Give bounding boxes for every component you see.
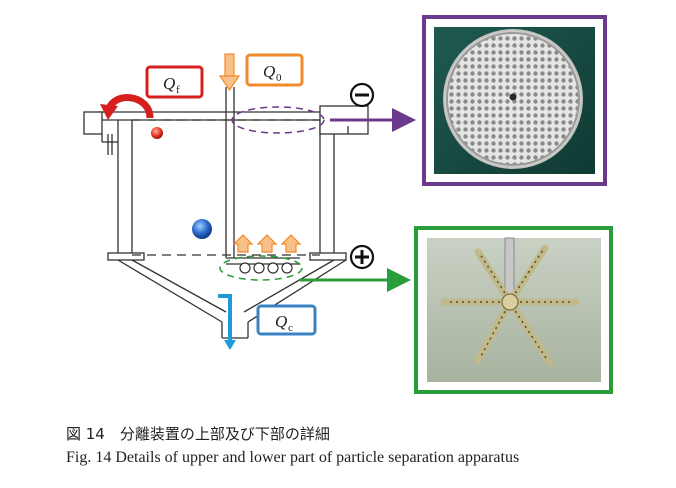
underflow-arrow-icon [218,294,236,350]
feed-arrow-icon [218,53,241,92]
apparatus-body [83,87,369,339]
figure-caption-japanese: 図 14 分離装置の上部及び下部の詳細 [66,425,330,443]
qf-label: Q [163,74,175,93]
qc-label-box: Q c [256,304,317,336]
lower-electrode-highlight [219,255,303,281]
plus-electrode-icon [349,244,375,270]
figure-caption-english: Fig. 14 Details of upper and lower part … [66,449,520,466]
qc-subscript: c [288,322,293,334]
q0-label-box: Q 0 [245,53,304,87]
qf-subscript: f [176,84,180,96]
qf-label-box: Q f [145,65,204,99]
small-red-particle [151,127,163,139]
minus-electrode-icon [349,82,375,108]
lower-electrode-photo [414,226,613,394]
lower-electrode-holes [239,262,293,274]
overflow-arrow-icon [100,94,154,120]
upper-electrode-highlight [231,106,325,134]
q0-label: Q [263,62,275,81]
upflow-arrows-icon [232,234,302,253]
qc-label: Q [275,312,287,331]
upper-electrode-photo [422,15,607,186]
q0-subscript: 0 [276,72,282,84]
large-blue-particle [192,219,212,239]
